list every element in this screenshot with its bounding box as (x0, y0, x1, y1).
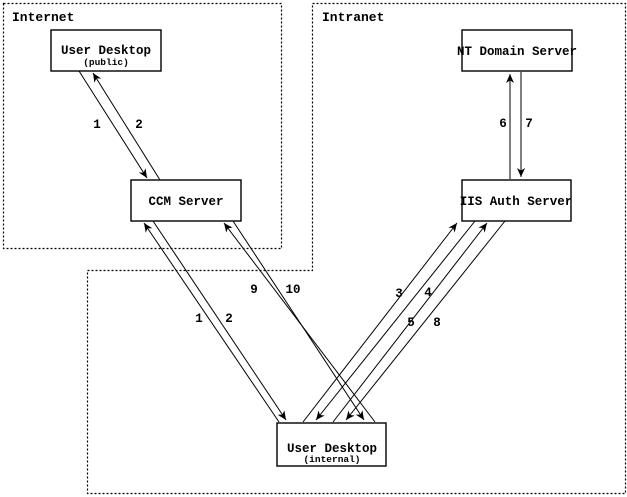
node-box (461, 179, 572, 222)
step-label-8: 8 (433, 316, 441, 330)
node-box (50, 29, 162, 72)
node-nt-domain-server: NT Domain Server (457, 29, 577, 72)
step-label-10: 10 (285, 283, 300, 297)
node-ccm-server: CCM Server (130, 179, 242, 222)
step-label-6: 6 (499, 117, 507, 131)
step-label-5: 5 (407, 316, 415, 330)
node-label: IIS Auth Server (460, 195, 573, 209)
connection-line-internal-to-iis-34 (302, 222, 458, 423)
connection-line-ccm-to-public (92, 72, 161, 181)
step-label-1-top: 1 (93, 118, 101, 132)
step-label-7: 7 (525, 117, 533, 131)
node-label: User Desktop (287, 442, 377, 456)
node-box (130, 179, 242, 222)
step-label-3: 3 (395, 287, 403, 301)
node-iis-auth-server: IIS Auth Server (460, 179, 573, 222)
step-label-2-top: 2 (135, 118, 143, 132)
connection-line-iis-to-internal-58 (345, 220, 506, 421)
connection-line-public-to-ccm (78, 70, 148, 179)
node-label: User Desktop (61, 44, 151, 58)
connection-line-internal-to-iis-58 (332, 222, 488, 423)
node-sublabel: (internal) (303, 454, 360, 465)
node-label: CCM Server (148, 195, 223, 209)
step-label-2-bottom: 2 (225, 312, 233, 326)
node-box (461, 29, 573, 72)
node-sublabel: (public) (83, 57, 129, 68)
connection-line-internal-to-ccm-12 (143, 222, 280, 423)
step-label-9: 9 (250, 283, 258, 297)
connection-line-ccm-to-internal-12 (152, 220, 287, 421)
node-user-desktop-internal: User Desktop (internal) (276, 422, 387, 467)
connection-line-iis-to-internal-34 (315, 220, 476, 421)
internet-zone-label: Internet (12, 10, 74, 25)
intranet-zone-label: Intranet (322, 10, 384, 25)
step-label-4: 4 (424, 286, 432, 300)
step-labels: 1 2 6 7 1 2 9 10 3 4 5 8 (93, 117, 533, 330)
node-label: NT Domain Server (457, 45, 577, 59)
node-user-desktop-public: User Desktop (public) (50, 29, 162, 72)
step-label-1-bottom: 1 (195, 312, 203, 326)
node-box (276, 422, 387, 467)
internet-zone-border (2, 2, 283, 250)
connection-lines (78, 70, 525, 423)
intranet-zone-border (86, 2, 627, 495)
connection-line-ccm-to-internal-910 (232, 220, 365, 421)
